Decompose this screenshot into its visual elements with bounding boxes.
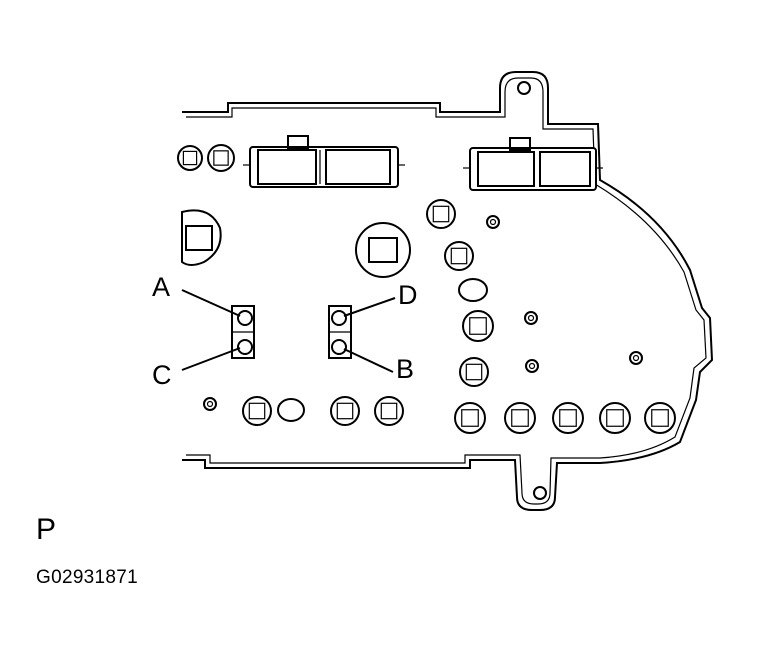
small-screw-center (528, 362, 536, 370)
bulb-socket (462, 310, 494, 342)
bulb-socket (177, 145, 203, 171)
small-screw (525, 359, 539, 373)
board-outline (182, 71, 714, 511)
terminal-block-right (328, 305, 352, 359)
small-screw-center (489, 218, 497, 226)
callout-label-a: A (152, 272, 171, 302)
gauge-base-left (181, 209, 222, 266)
small-screw (629, 351, 643, 365)
small-screw (203, 397, 217, 411)
small-screw (486, 215, 500, 229)
screw-d (331, 310, 347, 326)
small-screw-center (206, 400, 214, 408)
bulb-socket (459, 357, 489, 387)
small-screws (203, 215, 643, 411)
screw-c (237, 339, 253, 355)
small-screw (524, 311, 538, 325)
connector-right (463, 137, 603, 191)
callout-label-b: B (396, 354, 415, 384)
bulb-socket (242, 396, 272, 426)
bulb-socket (599, 402, 631, 434)
mounting-hole-bottom (533, 486, 547, 500)
leader-line-b (343, 348, 394, 373)
connector-left (243, 135, 405, 188)
bulb-socket (444, 241, 474, 271)
terminal-block-left (231, 305, 255, 359)
leader-line-d (343, 297, 396, 317)
bulb-socket (207, 144, 235, 172)
mounting-hole-top (517, 81, 531, 95)
callout-label-d: D (398, 280, 418, 310)
bulb-socket (374, 396, 404, 426)
leader-line-a (181, 289, 241, 317)
callout-label-c: C (152, 360, 172, 390)
leader-line-c (181, 347, 241, 371)
figure-letter: P (36, 513, 57, 546)
gauge-base-center (355, 222, 411, 278)
bulb-socket (504, 402, 536, 434)
bulb-socket (644, 402, 676, 434)
bulb-socket (330, 396, 360, 426)
bulb-socket (552, 402, 584, 434)
small-screw-center (527, 314, 535, 322)
bulb-socket (454, 402, 486, 434)
screw-b (331, 339, 347, 355)
figure-code: G02931871 (36, 567, 139, 588)
screw-a (237, 310, 253, 326)
oval-cutout-bottom (277, 398, 305, 422)
small-screw-center (632, 354, 640, 362)
bulb-sockets (177, 144, 676, 434)
oval-cutout-top (458, 278, 488, 302)
bulb-socket (426, 199, 456, 229)
